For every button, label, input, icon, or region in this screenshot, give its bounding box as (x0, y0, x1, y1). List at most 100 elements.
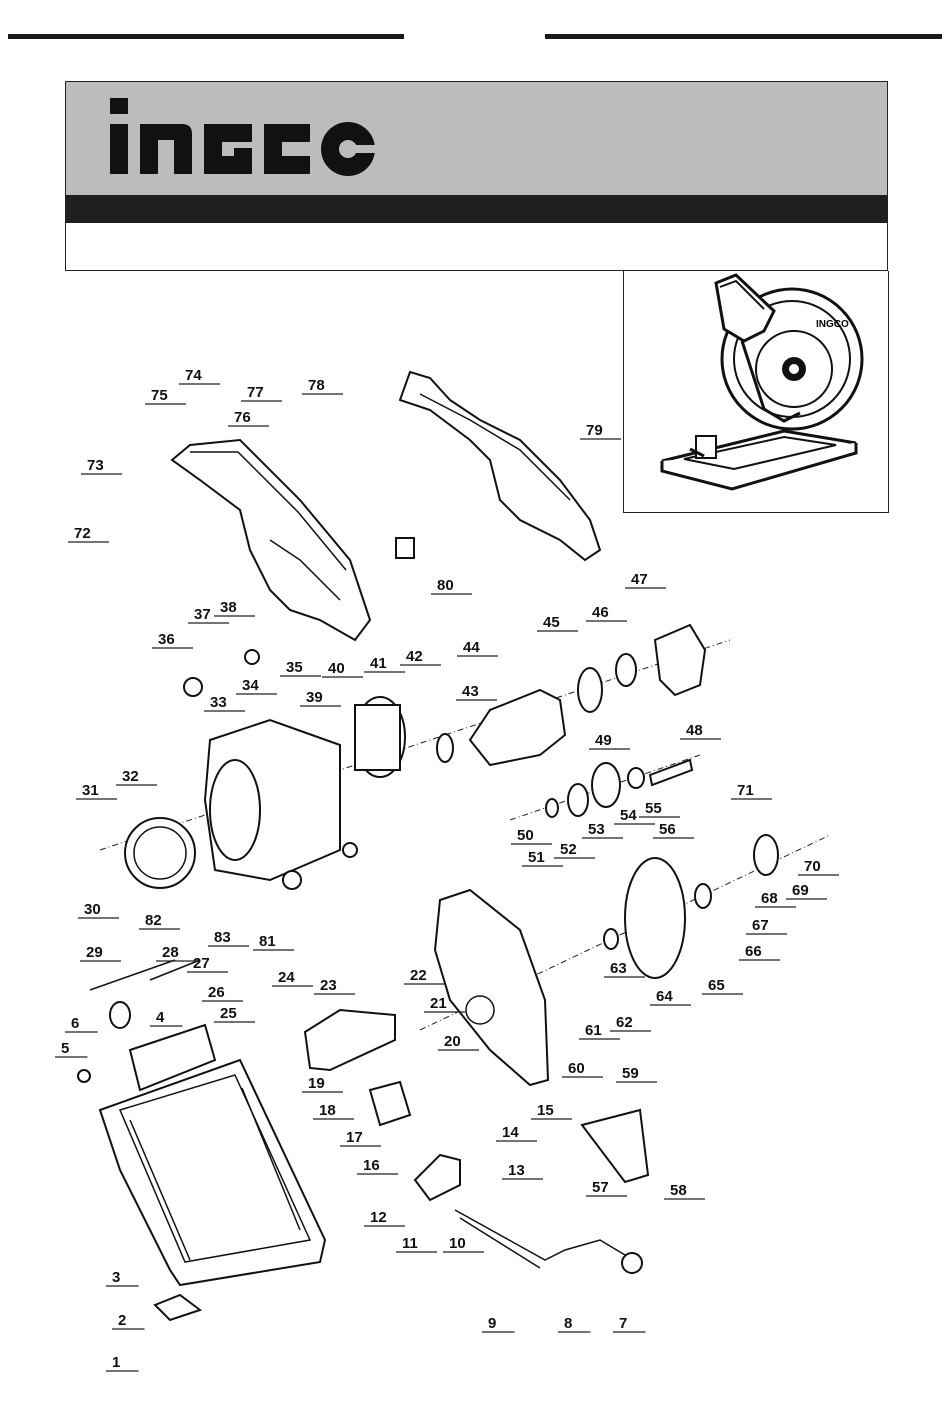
part-label-66: 66 (739, 943, 780, 960)
part-number: 57 (592, 1179, 609, 1196)
part-label-46: 46 (586, 604, 627, 621)
part-number: 17 (346, 1129, 363, 1146)
part-number: 6 (71, 1015, 79, 1032)
part-label-77: 77 (241, 384, 282, 401)
part-number: 83 (214, 929, 231, 946)
part-label-10: 10 (443, 1235, 484, 1252)
part-label-35: 35 (280, 659, 321, 676)
part-number: 55 (645, 800, 662, 817)
part-number: 65 (708, 977, 725, 994)
part-number: 34 (242, 677, 259, 694)
part-label-76: 76 (228, 409, 269, 426)
part-label-83: 83 (208, 929, 249, 946)
part-number: 22 (410, 967, 427, 984)
part-label-73: 73 (81, 457, 122, 474)
part-number: 38 (220, 599, 237, 616)
part-label-65: 65 (702, 977, 743, 994)
part-label-74: 74 (179, 367, 220, 384)
part-number: 16 (363, 1157, 380, 1174)
part-number: 37 (194, 606, 211, 623)
part-number: 69 (792, 882, 809, 899)
part-number: 60 (568, 1060, 585, 1077)
part-label-62: 62 (610, 1014, 651, 1031)
part-number: 27 (193, 955, 210, 972)
part-label-49: 49 (589, 732, 630, 749)
part-label-18: 18 (313, 1102, 354, 1119)
part-label-23: 23 (314, 977, 355, 994)
part-label-22: 22 (404, 967, 445, 984)
part-label-7: 7 (613, 1315, 646, 1332)
part-label-39: 39 (300, 689, 341, 706)
part-label-59: 59 (616, 1065, 657, 1082)
part-label-31: 31 (76, 782, 117, 799)
foot-2 (155, 1295, 200, 1320)
part-label-29: 29 (80, 944, 121, 961)
part-label-4: 4 (150, 1009, 183, 1026)
part-number: 48 (686, 722, 703, 739)
part-label-15: 15 (531, 1102, 572, 1119)
part-label-55: 55 (639, 800, 680, 817)
part-number: 36 (158, 631, 175, 648)
part-label-56: 56 (653, 821, 694, 838)
part-number: 26 (208, 984, 225, 1001)
part-number: 79 (586, 422, 603, 439)
gear-53 (592, 763, 620, 807)
cutting-disc (625, 858, 685, 978)
part-label-25: 25 (214, 1005, 255, 1022)
part-number: 8 (564, 1315, 572, 1332)
part-number: 75 (151, 387, 168, 404)
part-number: 43 (462, 683, 479, 700)
part-number: 50 (517, 827, 534, 844)
part-number: 45 (543, 614, 560, 631)
part-label-78: 78 (302, 377, 343, 394)
part-number: 28 (162, 944, 179, 961)
part-label-17: 17 (340, 1129, 381, 1146)
part-number: 63 (610, 960, 627, 977)
stator-body (355, 705, 400, 770)
part-label-41: 41 (364, 655, 405, 672)
part-number: 23 (320, 977, 337, 994)
brush-cover (125, 818, 195, 888)
part-label-12: 12 (364, 1209, 405, 1226)
part-number: 12 (370, 1209, 387, 1226)
part-label-44: 44 (457, 639, 498, 656)
part-number: 78 (308, 377, 325, 394)
part-number: 44 (463, 639, 480, 656)
part-label-19: 19 (302, 1075, 343, 1092)
part-number: 66 (745, 943, 762, 960)
part-number: 56 (659, 821, 676, 838)
part-label-42: 42 (400, 648, 441, 665)
part-number: 10 (449, 1235, 466, 1252)
part-label-58: 58 (664, 1182, 705, 1199)
part-number: 39 (306, 689, 323, 706)
part-number: 58 (670, 1182, 687, 1199)
part-label-33: 33 (204, 694, 245, 711)
part-number: 82 (145, 912, 162, 929)
blade-guard (435, 890, 548, 1085)
part-number: 51 (528, 849, 545, 866)
part-number: 7 (619, 1315, 627, 1332)
right-handle-housing (400, 372, 600, 560)
part-label-75: 75 (145, 387, 186, 404)
part-label-20: 20 (438, 1033, 479, 1050)
blade-cover-58 (582, 1110, 648, 1182)
part-label-79: 79 (580, 422, 621, 439)
wrench-69 (754, 835, 778, 875)
base-plate (100, 1060, 325, 1285)
part-number: 74 (185, 367, 202, 384)
part-label-9: 9 (482, 1315, 515, 1332)
part-label-30: 30 (78, 901, 119, 918)
part-number: 70 (804, 858, 821, 875)
part-number: 54 (620, 807, 637, 824)
part-label-32: 32 (116, 768, 157, 785)
part-number: 77 (247, 384, 264, 401)
part-number: 32 (122, 768, 139, 785)
clamp-18 (370, 1082, 410, 1125)
part-number: 62 (616, 1014, 633, 1031)
part-label-13: 13 (502, 1162, 543, 1179)
part-number: 49 (595, 732, 612, 749)
part-number: 29 (86, 944, 103, 961)
part-number: 53 (588, 821, 605, 838)
part-number: 72 (74, 525, 91, 542)
switch (396, 538, 414, 558)
